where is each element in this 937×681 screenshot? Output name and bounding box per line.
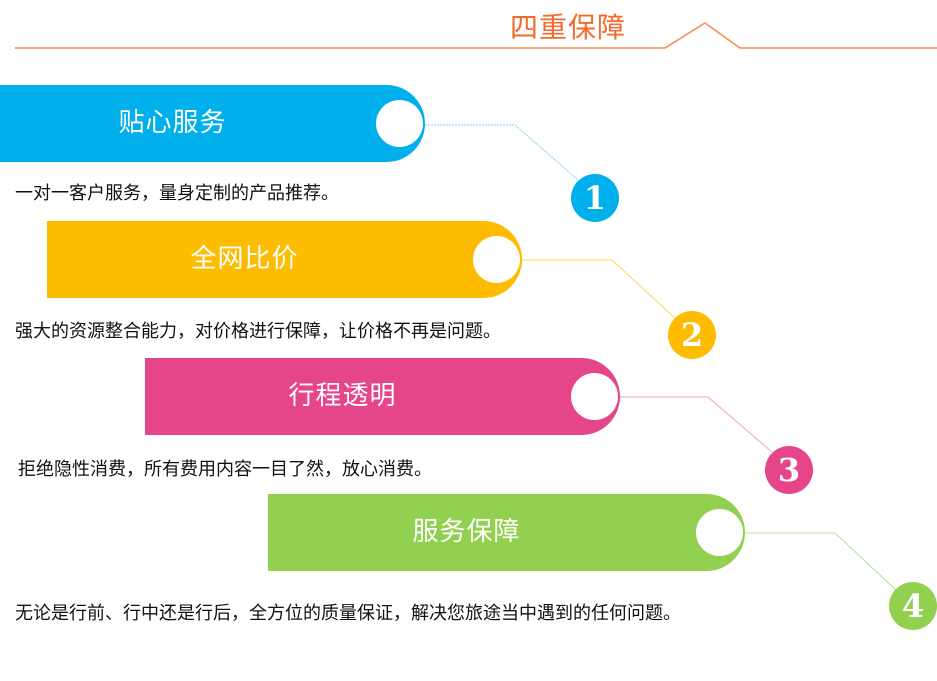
circle-icon <box>376 100 423 147</box>
number-badge-4: 4 <box>889 582 937 630</box>
description-4: 无论是行前、行中还是行后，全方位的质量保证，解决您旅途当中遇到的任何问题。 <box>15 603 681 624</box>
page-title: 四重保障 <box>510 11 627 44</box>
connector-2 <box>522 259 676 319</box>
circle-icon <box>473 236 520 283</box>
bar-service-guarantee: 服务保障 <box>268 494 745 571</box>
connector-1 <box>425 124 579 181</box>
circle-icon <box>696 509 743 556</box>
connector-4 <box>745 532 897 591</box>
number-badge-1: 1 <box>571 174 619 222</box>
bar-label: 服务保障 <box>412 517 521 547</box>
number-badge-3: 3 <box>765 446 813 494</box>
bar-transparent-itinerary: 行程透明 <box>145 358 620 435</box>
bar-label: 贴心服务 <box>118 108 227 138</box>
bar-label: 行程透明 <box>288 381 397 411</box>
number-badge-2: 2 <box>668 311 716 359</box>
circle-icon <box>571 373 618 420</box>
bar-price-compare: 全网比价 <box>47 221 522 298</box>
title-underline <box>15 22 937 49</box>
description-2: 强大的资源整合能力，对价格进行保障，让价格不再是问题。 <box>15 321 501 342</box>
connector-3 <box>620 396 773 453</box>
bar-service: 贴心服务 <box>0 85 425 162</box>
description-3: 拒绝隐性消费，所有费用内容一目了然，放心消费。 <box>18 459 432 480</box>
description-1: 一对一客户服务，量身定制的产品推荐。 <box>15 183 339 204</box>
bar-label: 全网比价 <box>190 244 299 274</box>
